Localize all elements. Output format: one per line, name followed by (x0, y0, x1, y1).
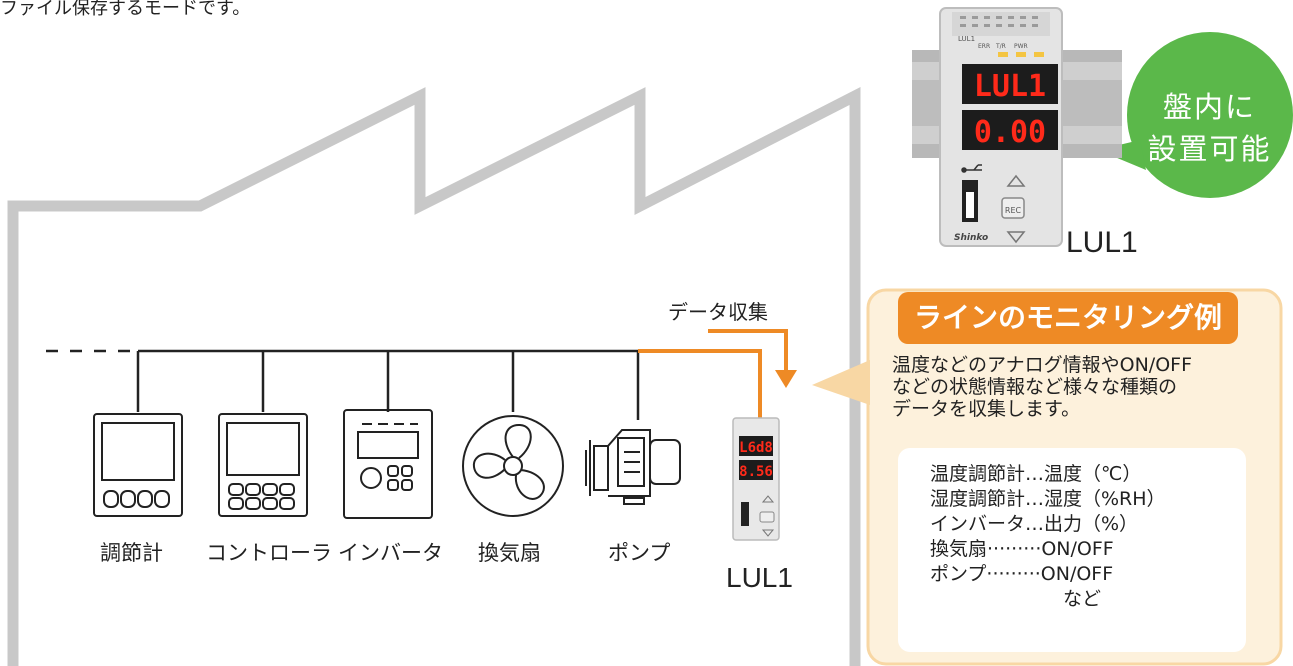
logger-display-lower: 8.56 (739, 464, 773, 480)
panel-description: 温度などのアナログ情報やON/OFF などの状態情報など様々な種類の データを収… (892, 354, 1262, 420)
bubble-line-1: 盤内に (1162, 90, 1256, 124)
temperature-controller-icon (93, 413, 183, 517)
brand-logo: Shinko (954, 233, 988, 243)
label-inverter: インバータ (338, 541, 443, 565)
bubble-text: 盤内に 設置可能 (1128, 86, 1291, 170)
controller-icon (218, 413, 308, 517)
logger-display-upper: L6d8 (739, 440, 773, 456)
example-item: 湿度調節計…湿度（%RH） (930, 488, 1166, 510)
device-model-tag: LUL1 (958, 35, 975, 43)
pump-icon (585, 429, 681, 505)
display-lower: 0.00 (974, 115, 1046, 150)
panel-description-line-3: データを収集します。 (892, 398, 1081, 420)
intro-text: ファイル保存するモードです。 (0, 0, 251, 19)
network-bus (46, 349, 640, 420)
logger-name-label: LUL1 (726, 562, 793, 593)
bubble-line-2: 設置可能 (1147, 132, 1272, 166)
label-fan: 換気扇 (478, 541, 541, 565)
led-label-pwr: PWR (1014, 43, 1028, 50)
inverter-icon (343, 409, 433, 519)
usb-icon (961, 164, 982, 173)
example-item: 換気扇·········ON/OFF (930, 538, 1114, 560)
fan-icon (462, 415, 564, 517)
device-name-label: LUL1 (1066, 226, 1138, 259)
data-collection-label: データ収集 (668, 300, 768, 324)
data-collection-lines (638, 329, 788, 420)
lul1-device-photo (939, 7, 1063, 247)
display-upper: LUL1 (974, 69, 1046, 104)
led-label-err: ERR (978, 43, 990, 50)
panel-title: ラインのモニタリング例 (898, 292, 1238, 344)
example-item: など (930, 588, 1102, 610)
example-item: 温度調節計…温度（℃） (930, 463, 1142, 485)
panel-description-line-2: などの状態情報など様々な種類の (892, 376, 1178, 398)
lul1-logger-icon (732, 417, 780, 541)
led-label-tr: T/R (995, 43, 1006, 50)
factory-outline (7, 87, 861, 666)
label-controller: コントローラ (206, 541, 332, 565)
info-panel-bg (812, 288, 1283, 666)
collection-arrow-icon (775, 370, 797, 388)
example-item: ポンプ·········ON/OFF (930, 563, 1114, 585)
label-temperature-controller: 調節計 (100, 541, 163, 565)
rec-button-label: REC (1005, 206, 1022, 215)
monitoring-examples-list: 温度調節計…温度（℃） 湿度調節計…湿度（%RH） インバータ…出力（%） 換気… (930, 462, 1166, 612)
panel-description-line-1: 温度などのアナログ情報やON/OFF (892, 354, 1193, 376)
label-pump: ポンプ (608, 541, 671, 565)
example-item: インバータ…出力（%） (930, 513, 1139, 535)
